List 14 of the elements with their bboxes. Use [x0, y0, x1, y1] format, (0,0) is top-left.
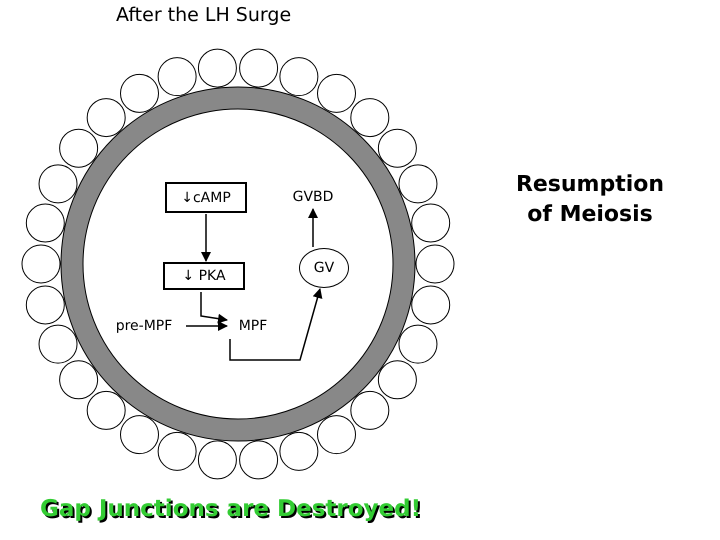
process-box: ↓cAMP	[165, 182, 247, 213]
title: After the LH Surge	[116, 4, 292, 26]
arrow	[186, 321, 228, 331]
nucleus-ellipse: GV	[299, 248, 349, 288]
caption-text: Gap Junctions are Destroyed!	[40, 496, 422, 522]
molecule-label: MPF	[228, 314, 278, 338]
molecule-label: pre-MPF	[104, 314, 184, 338]
arrow	[229, 288, 322, 361]
arrow	[201, 214, 211, 262]
arrow	[200, 292, 228, 324]
arrow	[308, 208, 318, 247]
heading-text: Resumption of Meiosis	[514, 171, 666, 229]
process-box: ↓ PKA	[163, 262, 245, 290]
process-label: GVBD	[286, 186, 340, 208]
